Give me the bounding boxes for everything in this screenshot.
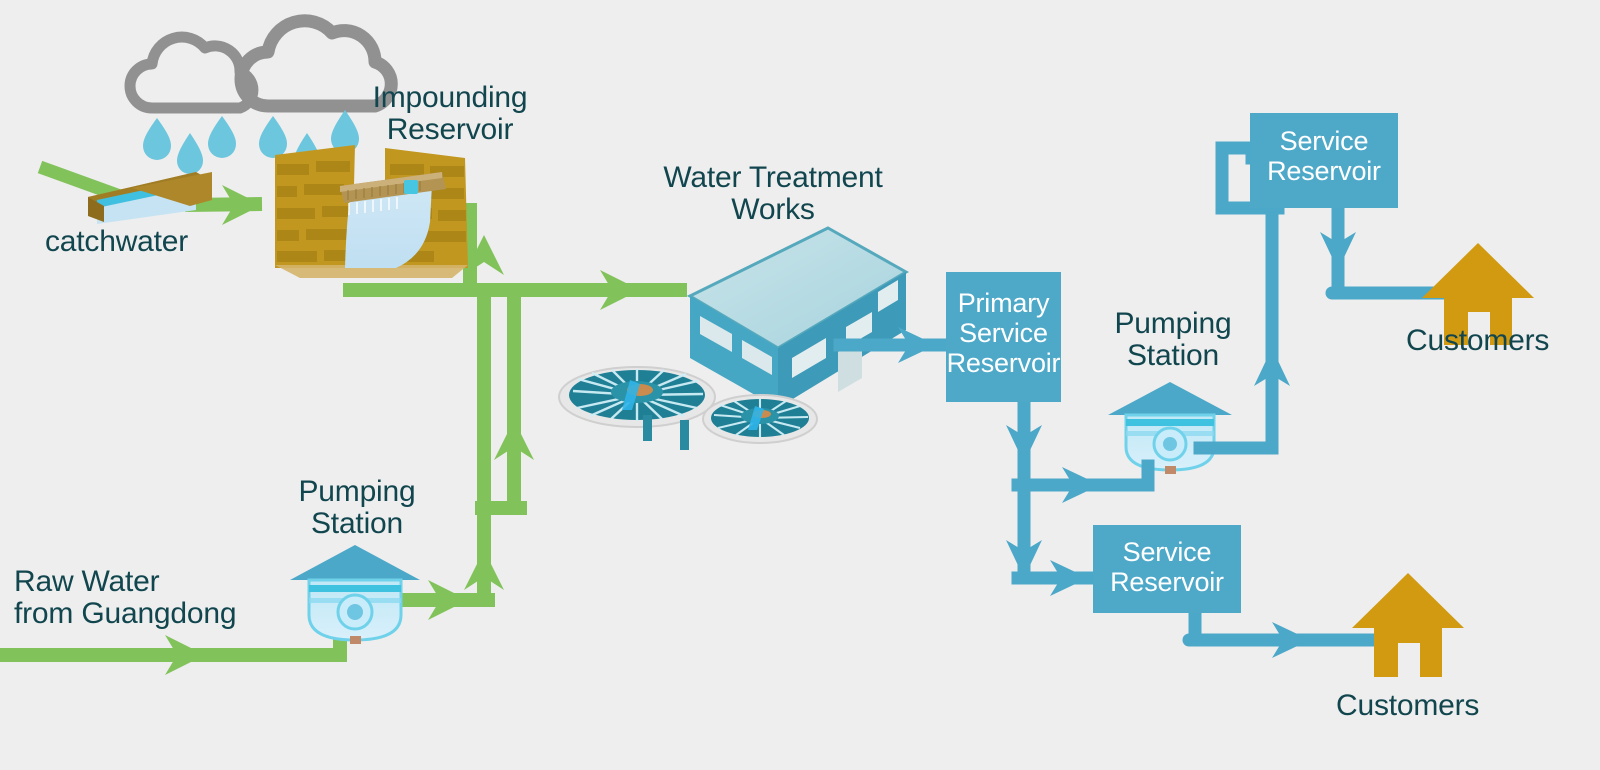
- treated-arrow-to-bottom-sr: [1050, 560, 1088, 596]
- treated-arrow-bottom-customers: [1272, 622, 1310, 658]
- pumping-station-right-label: Pumping Station: [1114, 307, 1232, 372]
- customers-top-label: Customers: [1406, 324, 1550, 357]
- house-icon-top: [1422, 243, 1534, 345]
- treated-arrow-psr-to-pump: [1062, 467, 1100, 503]
- service-reservoir-bottom-label: Service Reservoir: [1110, 537, 1224, 598]
- pumping-station-left-label: Pumping Station: [298, 475, 416, 540]
- primary-service-reservoir-label: Primary Service Reservoir: [946, 288, 1061, 379]
- house-icon-bottom: [1352, 573, 1464, 677]
- sedimentation-tank-icon-large: [558, 366, 716, 450]
- raw-arrow-pump-discharge: [428, 580, 468, 620]
- catchwater-channel-icon: [88, 172, 212, 224]
- cloud-icon-large: [234, 14, 398, 113]
- raw-arrow-riser-up-2: [464, 550, 504, 590]
- treated-arrow-psr-down-2: [1006, 540, 1042, 578]
- service-reservoir-bottom-box[interactable]: [1093, 525, 1241, 613]
- raw-arrow-catchwater-out: [222, 185, 262, 225]
- pump-house-icon-right: [1108, 382, 1232, 474]
- raw-water-guangdong-label: Raw Water from Guangdong: [14, 565, 237, 630]
- primary-service-reservoir-box[interactable]: [946, 272, 1061, 402]
- treatment-building-icon: [686, 226, 909, 408]
- impounding-reservoir-label: Impounding Reservoir: [372, 81, 528, 146]
- raindrop-icon-group: [143, 110, 359, 174]
- treated-arrow-wtw-to-psr: [898, 327, 936, 363]
- catchwater-label: catchwater: [45, 225, 189, 258]
- service-reservoir-top-box[interactable]: [1250, 113, 1398, 208]
- customers-bottom-label: Customers: [1336, 689, 1480, 722]
- raw-arrow-riser-up-1: [464, 235, 504, 275]
- dam-icon: [275, 145, 468, 278]
- sedimentation-tank-icon-small: [702, 394, 818, 444]
- raw-pipe-catchwater-inlet: [37, 160, 123, 203]
- pump-house-icon-left: [290, 545, 420, 644]
- raw-arrow-trunk-to-wtw: [600, 270, 640, 310]
- raw-arrow-guangdong: [165, 635, 205, 675]
- treated-arrow-top-sr-down: [1320, 232, 1356, 270]
- cloud-icon-small: [124, 31, 259, 114]
- service-reservoir-top-label: Service Reservoir: [1267, 126, 1381, 187]
- raw-water-pipe-network: [0, 160, 687, 675]
- treated-arrow-pump-up: [1254, 348, 1290, 386]
- raw-arrow-riser-up-3: [494, 420, 534, 460]
- treated-arrow-psr-down-1: [1006, 425, 1042, 463]
- water-treatment-works-label: Water Treatment Works: [663, 161, 883, 226]
